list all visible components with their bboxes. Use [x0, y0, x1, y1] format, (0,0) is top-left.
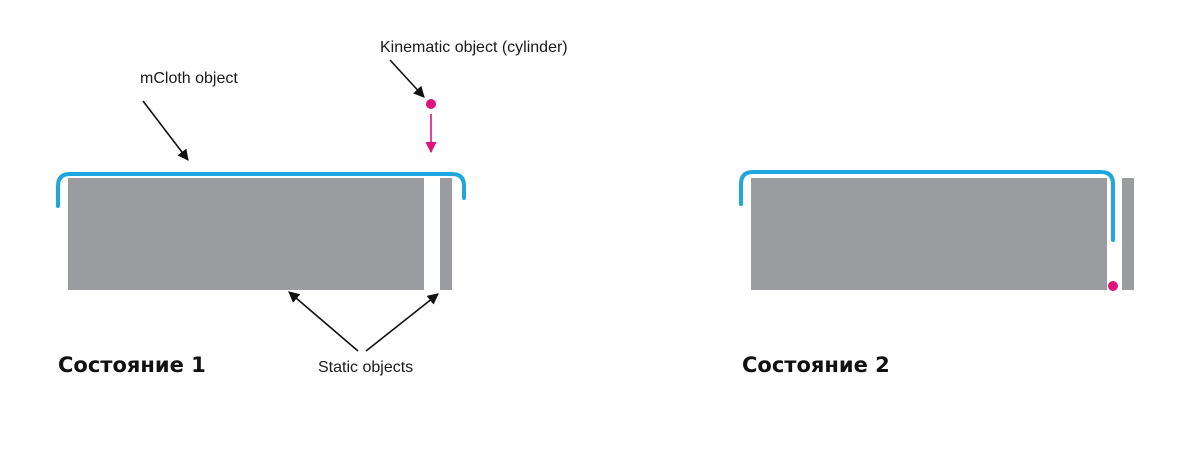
static-object-small-2 [1122, 178, 1134, 290]
kinematic-object-2 [1108, 281, 1118, 291]
static-object-small-1 [440, 178, 452, 290]
state-1-group: Kinematic object (cylinder) mCloth objec… [56, 39, 568, 377]
state-2-group: Состояние 2 [739, 170, 1134, 377]
static-object-large-1 [68, 178, 424, 290]
static-leader-arrow-left [288, 291, 359, 352]
static-objects-label: Static objects [318, 359, 413, 376]
static-leader-arrow-right [365, 293, 439, 352]
mcloth-object-2 [739, 170, 1115, 242]
static-object-large-2 [751, 178, 1107, 290]
kinematic-label: Kinematic object (cylinder) [380, 39, 568, 56]
mcloth-label: mCloth object [140, 70, 238, 87]
mcloth-object-1 [56, 172, 466, 208]
state-2-title: Состояние 2 [742, 353, 890, 377]
kinematic-leader-arrow [389, 59, 425, 98]
state-1-title: Состояние 1 [58, 353, 206, 377]
kinematic-object-1 [426, 99, 436, 109]
mcloth-leader-arrow [142, 100, 189, 161]
